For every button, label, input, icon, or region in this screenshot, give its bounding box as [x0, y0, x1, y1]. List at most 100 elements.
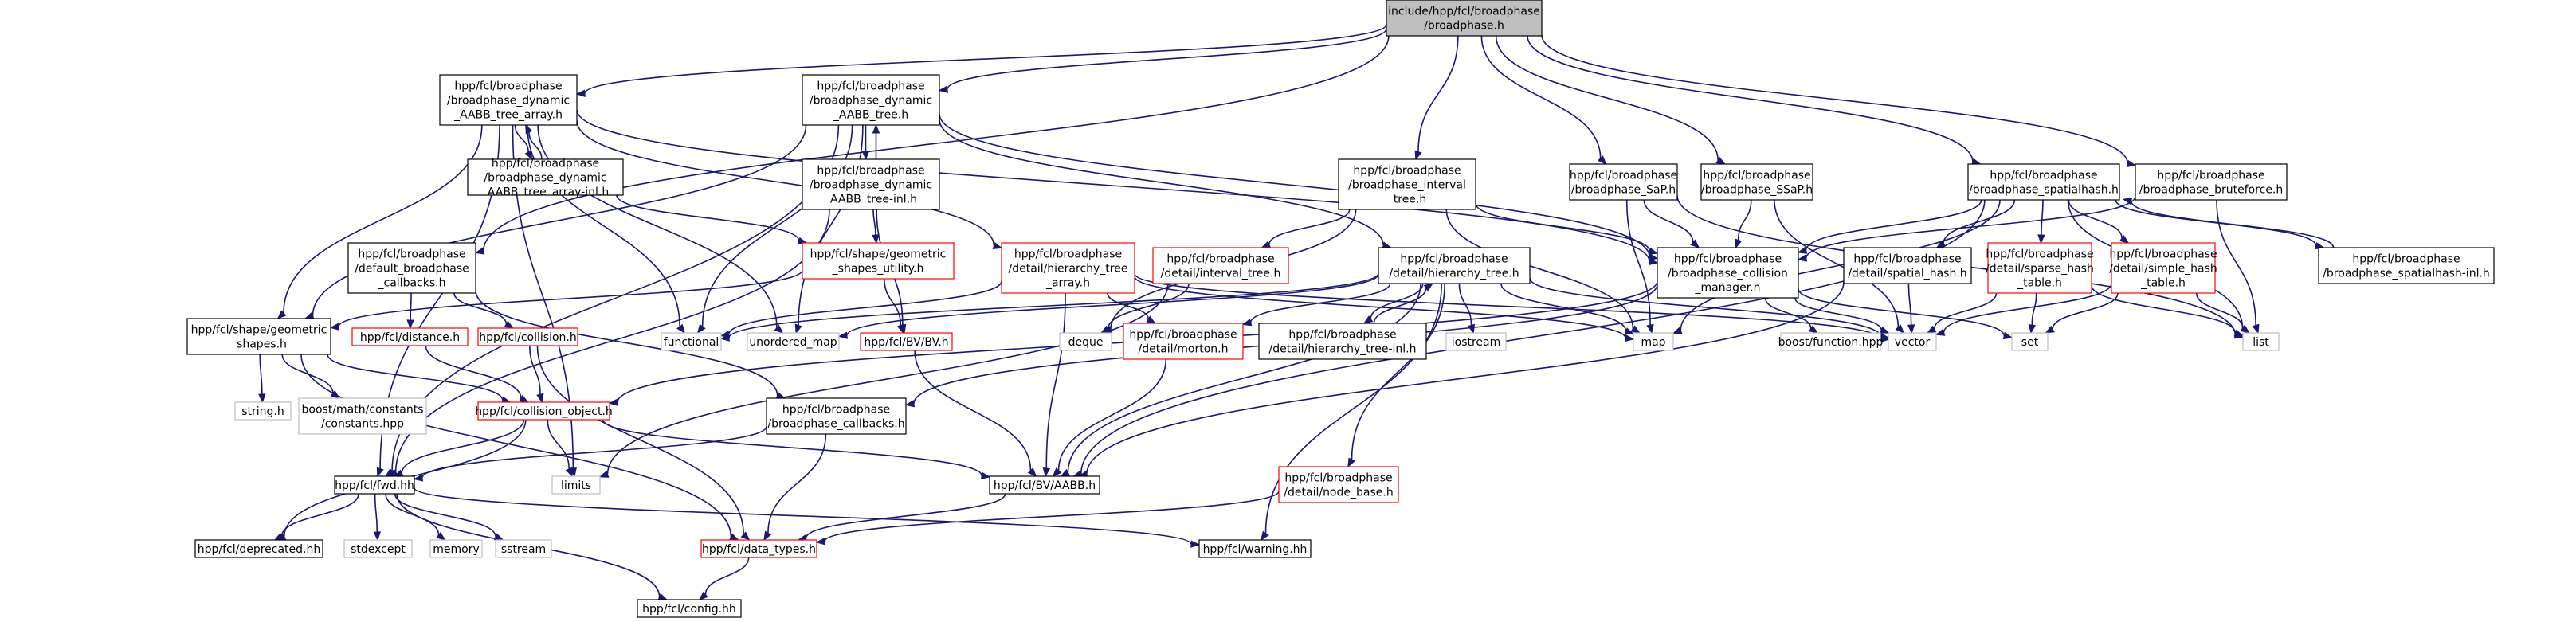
node-coll_mgr[interactable]: hpp/fcl/broadphase/broadphase_collision_…: [1657, 247, 1799, 299]
edge-geom_shapes-to-coll_obj: [327, 354, 512, 404]
node-sparse_hash[interactable]: hpp/fcl/broadphase/detail/sparse_hash_ta…: [1986, 242, 2094, 294]
edge-line: [704, 557, 750, 595]
node-box: [1657, 247, 1799, 299]
node-collision[interactable]: hpp/fcl/collision.h: [477, 327, 578, 346]
node-dyn_array_inl[interactable]: hpp/fcl/broadphase/broadphase_dynamic_AA…: [467, 158, 624, 199]
node-morton[interactable]: hpp/fcl/broadphase/detail/morton.h: [1123, 323, 1244, 360]
node-box: [347, 242, 476, 294]
edge-arrowhead: [608, 398, 618, 406]
node-hier_tree_inl[interactable]: hpp/fcl/broadphase/detail/hierarchy_tree…: [1258, 323, 1427, 360]
node-string_h: string.h: [234, 401, 292, 421]
node-memory: memory: [429, 539, 483, 558]
edge-line: [1107, 283, 1190, 330]
node-interval_tree[interactable]: hpp/fcl/broadphase/broadphase_interval_t…: [1338, 158, 1476, 210]
edge-arrowhead: [2233, 329, 2245, 337]
node-label-line: hpp/fcl/broadphase: [358, 248, 465, 261]
edge-line: [1529, 278, 1881, 337]
edge-line: [410, 292, 412, 321]
edge-hier_tree-to-morton: [1241, 283, 1391, 327]
edge-arrowhead: [524, 150, 533, 161]
edge-line: [728, 272, 1379, 338]
edge-arrowhead: [598, 470, 610, 478]
node-sstream: sstream: [495, 539, 552, 558]
node-bp_callbacks[interactable]: hpp/fcl/broadphase/broadphase_callbacks.…: [766, 397, 907, 435]
node-boost_function: boost/function.hpp: [1778, 332, 1884, 351]
edge-fwd-to-warning: [414, 487, 1201, 548]
edge-line: [1680, 199, 2001, 331]
edge-spatialhash_inl-to-spatialhash: [2122, 197, 2335, 248]
node-data_types[interactable]: hpp/fcl/data_types.h: [700, 539, 817, 558]
node-box: [747, 332, 840, 351]
edge-arrowhead: [698, 591, 708, 600]
edge-dyn_array-to-unordered_map: [537, 124, 784, 334]
edge-sparse_hash-to-list: [2091, 284, 2245, 337]
edge-hier_tree-to-node_base: [1347, 283, 1445, 468]
node-label-line: hpp/fcl/broadphase: [2157, 170, 2264, 182]
node-spatialhash[interactable]: hpp/fcl/broadphase/broadphase_spatialhas…: [1967, 163, 2120, 201]
edge-sparse_hash-to-set: [2028, 292, 2037, 334]
node-bv_aabb[interactable]: hpp/fcl/BV/AABB.h: [989, 475, 1100, 495]
edge-spatialhash-to-sparse_hash: [2037, 199, 2045, 244]
node-box: [2318, 247, 2495, 284]
node-default_cb[interactable]: hpp/fcl/broadphase/default_broadphase_ca…: [347, 242, 476, 294]
edge-arrowhead: [1735, 238, 1743, 249]
node-label-line: iostream: [1452, 336, 1501, 349]
node-spatial_hash[interactable]: hpp/fcl/broadphase/detail/spatial_hash.h: [1843, 247, 1972, 284]
node-box: [2135, 163, 2288, 201]
node-label-line: hpp/fcl/broadphase: [1353, 165, 1461, 178]
node-box: [334, 475, 415, 495]
node-hier_array[interactable]: hpp/fcl/broadphase/detail/hierarchy_tree…: [1001, 242, 1135, 294]
edge-dyn_array-to-coll_mgr: [576, 109, 1659, 266]
node-box: [1987, 242, 2092, 294]
node-box: [2242, 332, 2280, 351]
edge-arrowhead: [1926, 325, 1937, 334]
edge-coll_mgr-to-vector: [1794, 297, 1890, 334]
node-label-line: hpp/fcl/broadphase: [1166, 253, 1274, 266]
edge-geom_shapes-to-data_types: [300, 354, 739, 541]
node-label-line: _AABB_tree_array.h: [453, 109, 563, 122]
node-geom_shapes[interactable]: hpp/fcl/shape/geometric_shapes.h: [186, 318, 331, 355]
node-bvbv[interactable]: hpp/fcl/BV/BV.h: [860, 332, 953, 351]
node-dyn_tree[interactable]: hpp/fcl/broadphase/broadphase_dynamic_AA…: [802, 74, 940, 126]
node-vector: vector: [1888, 332, 1937, 351]
edge-arrowhead: [872, 234, 880, 244]
edge-line: [1794, 297, 1882, 331]
node-deprecated[interactable]: hpp/fcl/deprecated.hh: [194, 539, 323, 558]
node-fwd[interactable]: hpp/fcl/fwd.hh: [334, 475, 415, 495]
node-interval_detail[interactable]: hpp/fcl/broadphase/detail/interval_tree.…: [1152, 247, 1289, 284]
node-spatialhash_inl[interactable]: hpp/fcl/broadphase/broadphase_spatialhas…: [2318, 247, 2495, 284]
node-warning[interactable]: hpp/fcl/warning.hh: [1198, 539, 1312, 558]
node-simple_hash[interactable]: hpp/fcl/broadphase/detail/simple_hash_ta…: [2109, 242, 2217, 294]
node-hier_tree[interactable]: hpp/fcl/broadphase/detail/hierarchy_tree…: [1378, 247, 1531, 284]
node-dyn_array[interactable]: hpp/fcl/broadphase/broadphase_dynamic_AA…: [439, 74, 578, 126]
node-coll_obj[interactable]: hpp/fcl/collision_object.h: [475, 401, 613, 421]
edge-line: [1067, 283, 1421, 473]
node-label-line: hpp/fcl/broadphase: [1570, 170, 1677, 182]
node-shape_util[interactable]: hpp/fcl/shape/geometric_shapes_utility.h: [802, 242, 955, 280]
node-distance[interactable]: hpp/fcl/distance.h: [351, 327, 469, 346]
edge-hier_tree-to-bv_aabb: [1060, 283, 1421, 477]
node-box: [1152, 247, 1289, 284]
node-config[interactable]: hpp/fcl/config.hh: [637, 599, 742, 618]
node-root[interactable]: include/hpp/fcl/broadphase/broadphase.h: [1386, 0, 1543, 37]
node-node_base[interactable]: hpp/fcl/broadphase/detail/node_base.h: [1278, 466, 1399, 503]
node-sap[interactable]: hpp/fcl/broadphase/broadphase_SaP.h: [1569, 163, 1678, 201]
node-dyn_tree_inl[interactable]: hpp/fcl/broadphase/broadphase_dynamic_AA…: [802, 158, 940, 210]
edge-arrowhead: [2037, 234, 2045, 244]
edge-arrowhead: [1715, 156, 1727, 165]
edge-arrowhead: [1467, 323, 1475, 334]
edge-line: [576, 109, 1650, 262]
node-ssap[interactable]: hpp/fcl/broadphase/broadphase_SSaP.h: [1700, 163, 1813, 201]
node-stdexcept: stdexcept: [343, 539, 413, 558]
node-bruteforce[interactable]: hpp/fcl/broadphase/broadphase_bruteforce…: [2135, 163, 2288, 201]
node-label-line: hpp/fcl/broadphase: [1986, 248, 2093, 261]
node-label-line: /broadphase_dynamic: [810, 95, 932, 108]
edge-bp_callbacks-to-data_types: [763, 433, 827, 542]
edge-arrowhead: [1808, 325, 1819, 334]
edge-arrowhead: [1895, 324, 1905, 334]
edge-default_cb-to-collision: [453, 292, 515, 329]
edge-coll_obj-to-bv_aabb: [602, 419, 991, 479]
edge-line: [1134, 273, 1881, 339]
node-functional: functional: [661, 332, 722, 351]
